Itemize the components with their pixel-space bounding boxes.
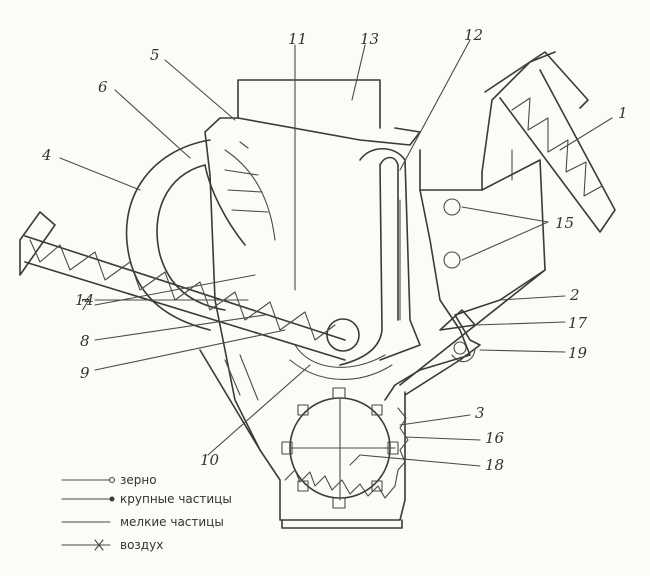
- label-4: 4: [41, 146, 52, 164]
- label-14: 14: [75, 291, 94, 309]
- rotor: [281, 387, 409, 509]
- label-16: 16: [485, 429, 505, 447]
- legend-fine: мелкие частицы: [120, 515, 224, 529]
- flow-arrows: [224, 141, 513, 466]
- housing: [199, 51, 556, 529]
- label-17: 17: [568, 314, 588, 332]
- sight-windows: [443, 198, 461, 269]
- label-3: 3: [475, 404, 485, 422]
- auger-right: [484, 51, 616, 233]
- inner-duct: [289, 147, 421, 380]
- label-10: 10: [200, 451, 220, 469]
- label-5: 5: [150, 46, 160, 64]
- label-9: 9: [80, 364, 90, 382]
- legend-air: воздух: [120, 538, 163, 552]
- label-1: 1: [618, 104, 628, 122]
- auger-left: [19, 211, 346, 361]
- label-7: 7: [80, 296, 90, 314]
- legend-coarse: крупные частицы: [120, 492, 232, 506]
- label-19: 19: [568, 344, 588, 362]
- label-12: 12: [464, 26, 483, 44]
- legend: [61, 476, 116, 551]
- label-13: 13: [360, 30, 379, 48]
- leader-lines: [59, 39, 613, 467]
- label-8: 8: [80, 332, 90, 350]
- curved-channel: [125, 139, 276, 331]
- valves: [439, 309, 476, 363]
- label-11: 11: [288, 30, 307, 48]
- top-chamber: [204, 79, 421, 176]
- legend-grain: зерно: [120, 473, 157, 487]
- label-18: 18: [485, 456, 504, 474]
- label-15: 15: [555, 214, 574, 232]
- label-6: 6: [98, 78, 108, 96]
- label-2: 2: [569, 286, 580, 304]
